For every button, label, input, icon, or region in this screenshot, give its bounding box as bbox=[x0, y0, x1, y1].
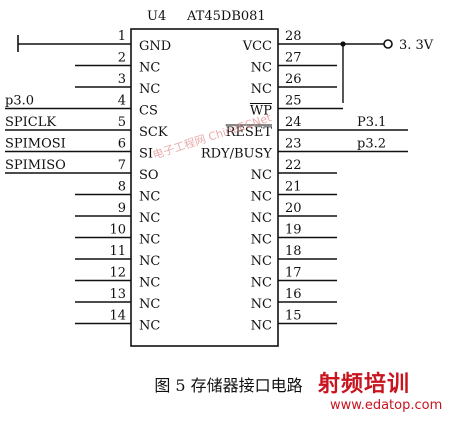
right-signal-label: P3.1 bbox=[357, 115, 386, 130]
left-pins: 1GND2NC3NC4CSp3.05SCKSPICLK6SISPIMOSI7SO… bbox=[5, 29, 171, 334]
supply-terminal bbox=[383, 39, 393, 49]
left-pin-number: 12 bbox=[109, 266, 126, 281]
right-pin-number: 17 bbox=[285, 266, 302, 281]
chip-part-number: AT45DB081 bbox=[186, 9, 266, 24]
right-pin-number: 25 bbox=[285, 94, 302, 109]
left-signal-label: SPICLK bbox=[5, 115, 56, 130]
right-signal-label: p3.2 bbox=[357, 137, 386, 152]
right-pin-name: NC bbox=[251, 297, 272, 312]
right-pin-number: 20 bbox=[285, 201, 302, 216]
left-pin-name: NC bbox=[139, 319, 160, 334]
figure-caption: 图 5 存储器接口电路 bbox=[154, 376, 303, 395]
right-pin-number: 27 bbox=[285, 51, 302, 66]
right-pin-number: 18 bbox=[285, 244, 302, 259]
right-pin-number: 15 bbox=[285, 309, 302, 324]
left-pin-number: 11 bbox=[109, 244, 126, 259]
right-pin-name: NC bbox=[251, 233, 272, 248]
right-pin-name: NC bbox=[251, 276, 272, 291]
left-pin-number: 13 bbox=[109, 287, 126, 302]
left-pin-number: 2 bbox=[118, 51, 126, 66]
left-pin-number: 1 bbox=[118, 29, 126, 44]
right-pin-number: 19 bbox=[285, 223, 302, 238]
chip-body bbox=[130, 28, 279, 347]
left-pin-name: NC bbox=[139, 276, 160, 291]
watermark-logo: 射频培训 bbox=[318, 372, 411, 397]
left-pin-name: NC bbox=[139, 61, 160, 76]
right-pin-name: NC bbox=[251, 82, 272, 97]
left-pin-name: NC bbox=[139, 82, 160, 97]
watermark-url: www.edatop.com bbox=[330, 398, 443, 413]
left-pin-number: 8 bbox=[118, 180, 126, 195]
left-pin-number: 7 bbox=[118, 158, 126, 173]
schematic-diagram: U4 AT45DB081 3. 3V 1GND2NC3NC4CSp3.05SCK… bbox=[5, 9, 434, 347]
left-pin-number: 10 bbox=[109, 223, 126, 238]
right-pin-name: NC bbox=[251, 211, 272, 226]
left-pin-name: NC bbox=[139, 297, 160, 312]
left-pin-name: NC bbox=[139, 190, 160, 205]
left-pin-name: SI bbox=[139, 147, 153, 162]
right-pin-name: RDY/BUSY bbox=[201, 147, 273, 162]
left-signal-label: SPIMOSI bbox=[5, 137, 66, 152]
left-signal-label: SPIMISO bbox=[5, 158, 66, 173]
left-pin-number: 5 bbox=[118, 115, 126, 130]
right-pin-name: NC bbox=[251, 254, 272, 269]
supply-label: 3. 3V bbox=[399, 38, 434, 53]
right-pin-name: NC bbox=[251, 168, 272, 183]
left-pin-name: SCK bbox=[139, 125, 168, 140]
right-pin-name: WP bbox=[250, 104, 272, 119]
left-pin-number: 3 bbox=[118, 72, 126, 87]
left-pin-name: NC bbox=[139, 211, 160, 226]
left-pin-name: NC bbox=[139, 233, 160, 248]
left-signal-label: p3.0 bbox=[5, 94, 34, 109]
right-pin-number: 28 bbox=[285, 29, 302, 44]
right-pin-number: 24 bbox=[285, 115, 302, 130]
left-pin-number: 4 bbox=[118, 94, 126, 109]
left-pin-number: 9 bbox=[118, 201, 126, 216]
left-pin-name: NC bbox=[139, 254, 160, 269]
right-pin-number: 26 bbox=[285, 72, 302, 87]
right-pin-name: NC bbox=[251, 319, 272, 334]
left-pin-name: SO bbox=[139, 168, 159, 183]
right-pin-name: VCC bbox=[242, 39, 272, 54]
right-pin-name: NC bbox=[251, 190, 272, 205]
left-pin-number: 6 bbox=[118, 137, 126, 152]
left-pin-name: GND bbox=[139, 39, 171, 54]
right-pins: 28VCC27NC26NC25WP24RESETP3.123RDY/BUSYp3… bbox=[201, 29, 408, 334]
left-pin-number: 14 bbox=[109, 309, 126, 324]
right-pin-name: RESET bbox=[226, 125, 273, 140]
right-pin-number: 22 bbox=[285, 158, 302, 173]
right-pin-number: 16 bbox=[285, 287, 302, 302]
left-pin-name: CS bbox=[139, 104, 158, 119]
right-pin-name: NC bbox=[251, 61, 272, 76]
right-pin-number: 23 bbox=[285, 137, 302, 152]
chip-ref: U4 bbox=[147, 9, 166, 24]
right-pin-number: 21 bbox=[285, 180, 302, 195]
